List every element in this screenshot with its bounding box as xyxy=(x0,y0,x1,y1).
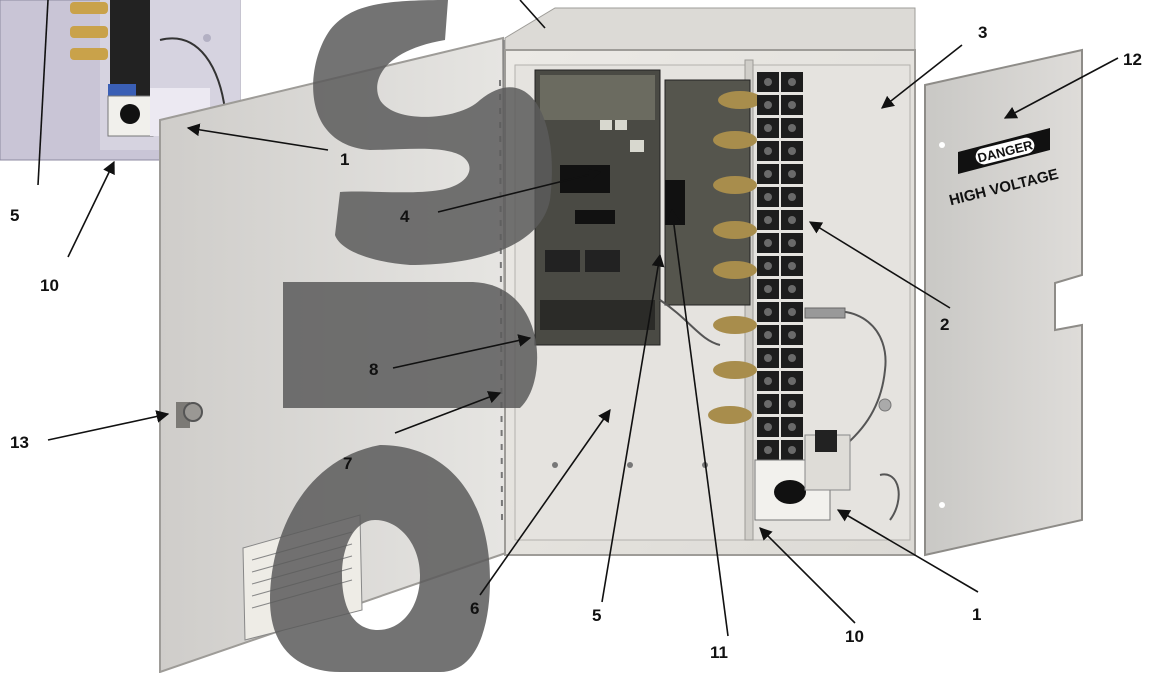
terminal-screw xyxy=(788,101,796,109)
wiring xyxy=(659,299,900,521)
terminal-screw xyxy=(788,262,796,270)
terminal-screw xyxy=(788,400,796,408)
callout-10: 10 xyxy=(845,627,864,646)
terminal-screw xyxy=(788,446,796,454)
terminal-screw xyxy=(764,101,772,109)
terminal-screw xyxy=(788,124,796,132)
terminal-screw xyxy=(788,285,796,293)
terminal-screw xyxy=(788,423,796,431)
terminal-screw xyxy=(764,170,772,178)
terminal-screw xyxy=(788,308,796,316)
terminal-screw xyxy=(764,285,772,293)
terminal-screw xyxy=(764,423,772,431)
callout-12: 12 xyxy=(1123,50,1142,69)
callout-labels: 3 12 2 4 8 7 13 6 5 11 10 1 5 10 1 xyxy=(10,23,1142,662)
controller-board xyxy=(534,69,661,346)
callout-7: 7 xyxy=(343,454,352,473)
callout-2: 2 xyxy=(940,315,949,334)
terminal-screw xyxy=(764,354,772,362)
inset-callout-1: 1 xyxy=(340,150,349,169)
terminal-screw xyxy=(764,262,772,270)
relay-driver-board xyxy=(664,79,762,424)
inset-callout-10: 10 xyxy=(40,276,59,295)
terminal-screw xyxy=(788,170,796,178)
terminal-screw xyxy=(764,124,772,132)
terminal-screw xyxy=(764,446,772,454)
callout-arrows xyxy=(37,0,1119,637)
terminal-screw xyxy=(764,308,772,316)
callout-3: 3 xyxy=(978,23,987,42)
terminal-screw xyxy=(764,193,772,201)
callout-5: 5 xyxy=(592,606,601,625)
terminal-strip xyxy=(757,72,803,460)
terminal-screw xyxy=(764,377,772,385)
terminal-screw xyxy=(764,147,772,155)
watermark xyxy=(270,0,552,672)
terminal-screw xyxy=(788,354,796,362)
callout-4: 4 xyxy=(400,207,410,226)
terminal-screw xyxy=(788,78,796,86)
callout-1: 1 xyxy=(972,605,981,624)
terminal-screw xyxy=(764,216,772,224)
callout-6: 6 xyxy=(470,599,479,618)
wire-connector xyxy=(804,307,846,319)
terminal-screw xyxy=(788,331,796,339)
terminal-screw xyxy=(788,193,796,201)
callout-11: 11 xyxy=(710,643,728,662)
terminal-screw xyxy=(788,377,796,385)
cover-plate: DANGER HIGH VOLTAGE xyxy=(924,48,1083,557)
door-latch xyxy=(176,402,203,428)
inset-callout-5: 5 xyxy=(10,206,19,225)
callout-13: 13 xyxy=(10,433,29,452)
callout-8: 8 xyxy=(369,360,378,379)
terminal-screw xyxy=(764,239,772,247)
terminal-screw xyxy=(788,216,796,224)
terminal-screw xyxy=(764,400,772,408)
terminal-screw xyxy=(788,147,796,155)
terminal-screw xyxy=(764,331,772,339)
power-switch-box xyxy=(754,430,851,521)
terminal-screw xyxy=(788,239,796,247)
terminal-screw xyxy=(764,78,772,86)
